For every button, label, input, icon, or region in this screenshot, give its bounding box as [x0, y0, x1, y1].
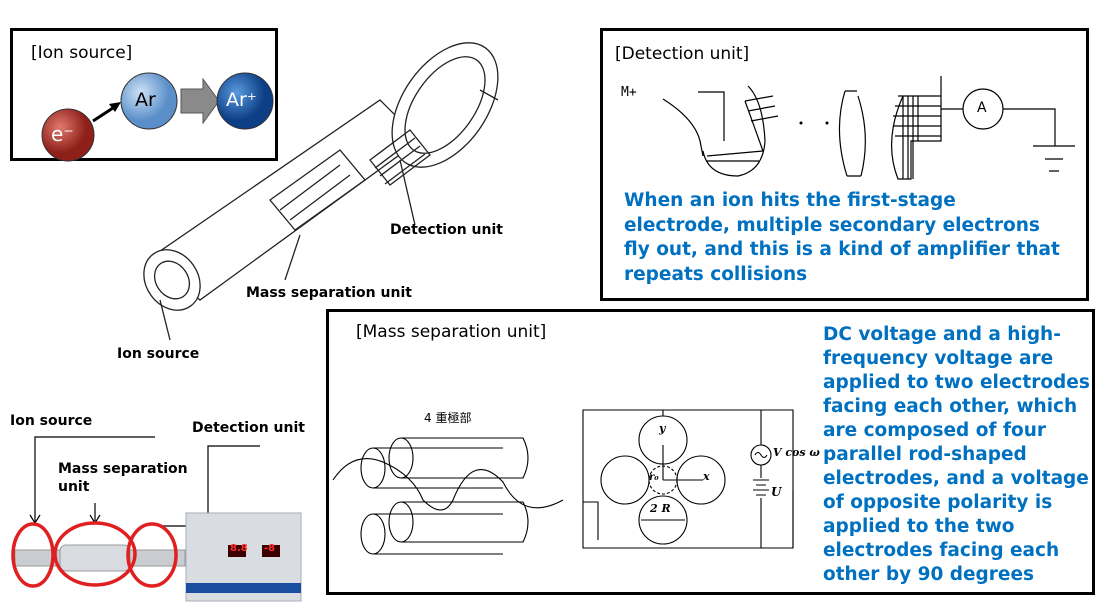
label-line: unit: [58, 479, 90, 495]
drawing-label-detection: Detection unit: [390, 222, 503, 238]
argon-sphere: [120, 72, 178, 130]
description-line: facing each other, which: [823, 396, 1078, 417]
highlight-circles: [11, 521, 178, 588]
quadrupole-schematic: [332, 409, 794, 555]
transform-arrow-icon: [180, 77, 220, 125]
description-line: applied to the two: [823, 516, 1015, 537]
ion-source-panel: [Ion source] e⁻ Ar Ar⁺: [10, 28, 278, 162]
display-left: 8.8: [230, 543, 248, 554]
description-line: DC voltage and a high-: [823, 324, 1061, 345]
argon-ion-label: Ar⁺: [226, 89, 257, 111]
photo-label-ion-source: Ion source: [10, 413, 93, 429]
electron-sphere: [41, 108, 95, 162]
mass-separation-panel: [Mass separation unit]: [326, 309, 1095, 595]
highlight-mass-separation: [53, 521, 137, 587]
mass-separation-description: DC voltage and a high- frequency voltage…: [823, 323, 1090, 587]
description-line: electrodes, and a voltage: [823, 468, 1089, 489]
argon-label: Ar: [135, 89, 156, 111]
ion-trajectory: [332, 458, 564, 511]
electron-multiplier-schematic: [662, 76, 1075, 180]
dc-voltage-label: U: [771, 485, 782, 499]
description-line: When an ion hits the first-stage: [624, 190, 956, 211]
label-line: Mass separation: [58, 461, 188, 477]
description-line: of opposite polarity is: [823, 492, 1053, 513]
axis-x-label: x: [703, 470, 710, 483]
description-line: are composed of four: [823, 420, 1046, 441]
ion-label: M+: [621, 85, 637, 100]
rods: [360, 437, 529, 555]
description-line: frequency voltage are: [823, 348, 1054, 369]
description-line: parallel rod-shaped: [823, 444, 1027, 465]
drawing-label-ion-source: Ion source: [117, 346, 200, 362]
photo-label-mass-separation: Mass separation unit: [58, 460, 188, 496]
description-line: repeats collisions: [624, 263, 808, 285]
detection-title: [Detection unit]: [615, 44, 750, 64]
ac-voltage-label: V cos ω: [773, 446, 820, 459]
ion-source-title: [Ion source]: [31, 43, 133, 63]
detection-panel: [Detection unit] M+ A When an ion: [600, 28, 1089, 301]
instrument-drawing: [143, 42, 499, 341]
electron-label: e⁻: [51, 122, 74, 146]
drawing-label-mass-separation: Mass separation unit: [246, 285, 412, 301]
description-line: fly out, and this is a kind of amplifier…: [624, 239, 1060, 260]
highlight-ion-source: [11, 522, 55, 588]
axis-y-label: y: [659, 422, 666, 435]
mass-separation-title: [Mass separation unit]: [356, 322, 547, 342]
display-right: -8: [264, 543, 276, 554]
flange: [391, 42, 499, 168]
ammeter-label: A: [977, 100, 987, 116]
instrument-photo: [11, 436, 302, 602]
highlight-detection: [126, 522, 178, 588]
detection-description: When an ion hits the first-stage electro…: [624, 189, 1060, 287]
description-line: other by 90 degrees: [823, 564, 1035, 585]
electron-arrow: [92, 104, 117, 123]
argon-ion-sphere: [216, 72, 274, 130]
diameter-label: 2 R: [650, 502, 671, 515]
description-line: electrode, multiple secondary electrons: [624, 214, 1040, 236]
radius-label: r₀: [649, 472, 659, 483]
description-line: applied to two electrodes: [823, 372, 1090, 393]
photo-label-detection: Detection unit: [192, 420, 305, 436]
ionization-illustration: [41, 72, 274, 162]
description-line: electrodes facing each: [823, 540, 1060, 561]
quadrupole-label: 4 重極部: [424, 411, 472, 425]
